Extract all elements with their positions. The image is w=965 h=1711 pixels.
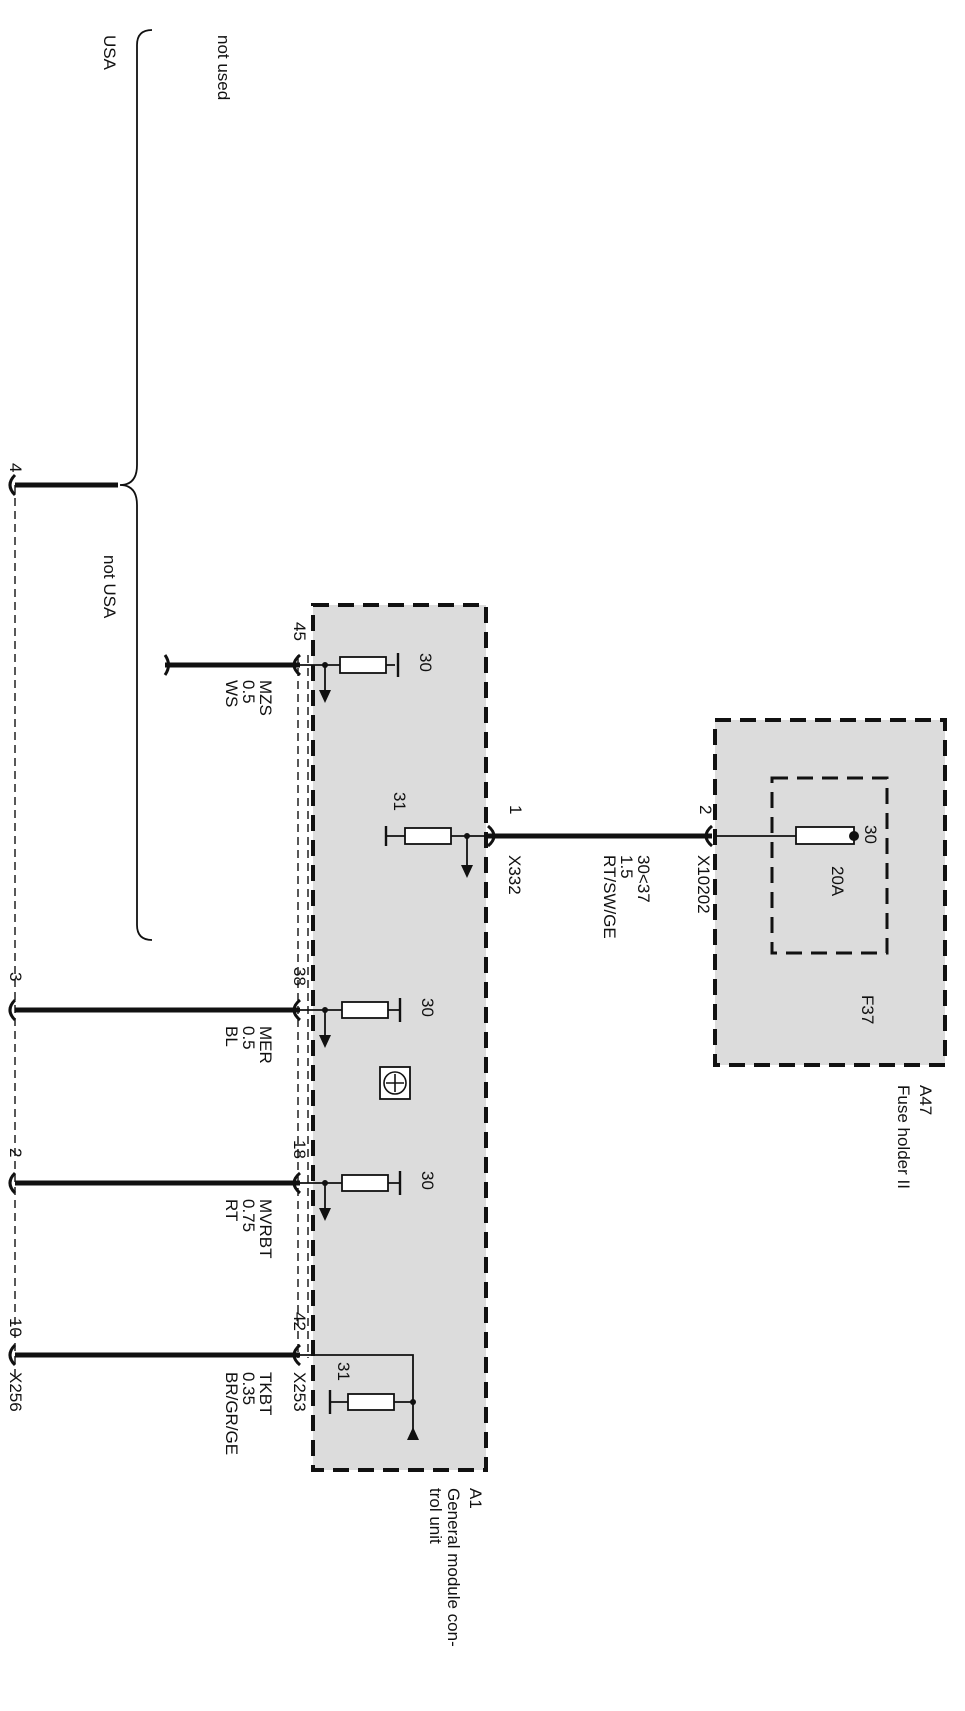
mvrbt-resistor (341, 1174, 389, 1192)
mvrbt-30-label: 30 (418, 1171, 437, 1190)
supply-circuit: 30<37 (634, 855, 653, 903)
general-module-a1 (297, 603, 488, 1472)
f37-rating: 20A (828, 866, 847, 897)
tkbt-31-label: 31 (334, 1362, 353, 1381)
x332-label: X332 (505, 855, 524, 895)
x332-31-label: 31 (390, 792, 409, 811)
pin-10-mark (8, 1343, 17, 1367)
pin-38-mark (292, 998, 302, 1022)
wire-mzs (163, 653, 400, 703)
mzs-name: MZS (256, 680, 275, 716)
connector-x332-mark (486, 824, 496, 848)
tkbt-name: TKBT (256, 1372, 275, 1415)
tkbt-resistor (347, 1393, 395, 1411)
mer-resistor (341, 1001, 389, 1019)
x332-resistor (404, 827, 452, 845)
mzs-end-mark (163, 654, 170, 676)
f37-id: F37 (858, 995, 877, 1024)
fuse-element (795, 826, 855, 845)
a1-name-line2: trol unit (426, 1488, 445, 1544)
tkbt-size: 0.35 (239, 1372, 258, 1405)
x253-label: X253 (290, 1372, 309, 1412)
tkbt-pull-arrow (407, 1427, 419, 1440)
pin-45-mark (292, 653, 302, 677)
pin-4-label: 4 (6, 463, 25, 472)
tkbt-color: BR/GR/GE (222, 1372, 241, 1455)
mvrbt-pull-arrow (319, 1208, 331, 1221)
pin-38-label: 38 (290, 967, 309, 986)
pin-10-label: 10 (6, 1318, 25, 1337)
x332-pull-arrow (461, 865, 473, 878)
pin-18-label: 18 (290, 1140, 309, 1159)
pin-45-label: 45 (290, 622, 309, 641)
mvrbt-size: 0.75 (239, 1199, 258, 1232)
a1-id: A1 (466, 1488, 485, 1509)
mzs-size: 0.5 (239, 680, 258, 704)
connector-x10202-mark (704, 824, 714, 848)
supply-wire (384, 824, 714, 878)
supply-color: RT/SW/GE (600, 855, 619, 939)
mer-size: 0.5 (239, 1026, 258, 1050)
mzs-color: WS (222, 680, 241, 707)
usa-label: USA (100, 35, 119, 71)
fuse-terminal-dot (849, 831, 859, 841)
general-module-box (311, 603, 488, 1472)
mer-30-label: 30 (418, 998, 437, 1017)
pin-3-label: 3 (6, 972, 25, 981)
not-used-label: not used (214, 35, 233, 100)
pin-1-label: 1 (506, 805, 525, 814)
tkbt-node (410, 1399, 416, 1405)
supply-size: 1.5 (617, 855, 636, 879)
not-usa-label: not USA (100, 555, 119, 619)
pin-2-right-label: 2 (6, 1148, 25, 1157)
a47-name: Fuse holder II (894, 1085, 913, 1189)
pin-3-mark (8, 998, 17, 1022)
a47-id: A47 (916, 1085, 935, 1115)
mzs-resistor (339, 656, 387, 674)
wire-not-usa (8, 29, 153, 1380)
wire-mvrbt (15, 1171, 402, 1221)
a1-name-line1: General module con- (444, 1488, 463, 1647)
transistor-icon (383, 1071, 407, 1095)
f37-terminal: 30 (861, 825, 880, 844)
pin-42-label: 42 (290, 1312, 309, 1331)
mer-name: MER (256, 1026, 275, 1064)
mvrbt-color: RT (222, 1199, 241, 1221)
mer-color: BL (222, 1026, 241, 1047)
pin-2-label: 2 (696, 805, 715, 814)
pin-42-mark (292, 1343, 302, 1367)
mvrbt-name: MVRBT (256, 1199, 275, 1259)
pin-2-mark (8, 1171, 17, 1195)
tkbt-internal-path (300, 1354, 414, 1440)
mzs-pull-arrow (319, 690, 331, 703)
mer-pull-arrow (319, 1035, 331, 1048)
wire-mer (15, 998, 402, 1048)
fuse-f37-box (770, 776, 889, 955)
fuse-holder-a47 (713, 718, 947, 1067)
mzs-30-label: 30 (416, 653, 435, 672)
pin-4-mark (8, 473, 17, 497)
variant-brace (119, 29, 153, 941)
x10202-label: X10202 (694, 855, 713, 914)
x256-label: X256 (6, 1372, 25, 1412)
pin-18-mark (292, 1171, 302, 1195)
wire-tkbt (15, 1352, 419, 1440)
